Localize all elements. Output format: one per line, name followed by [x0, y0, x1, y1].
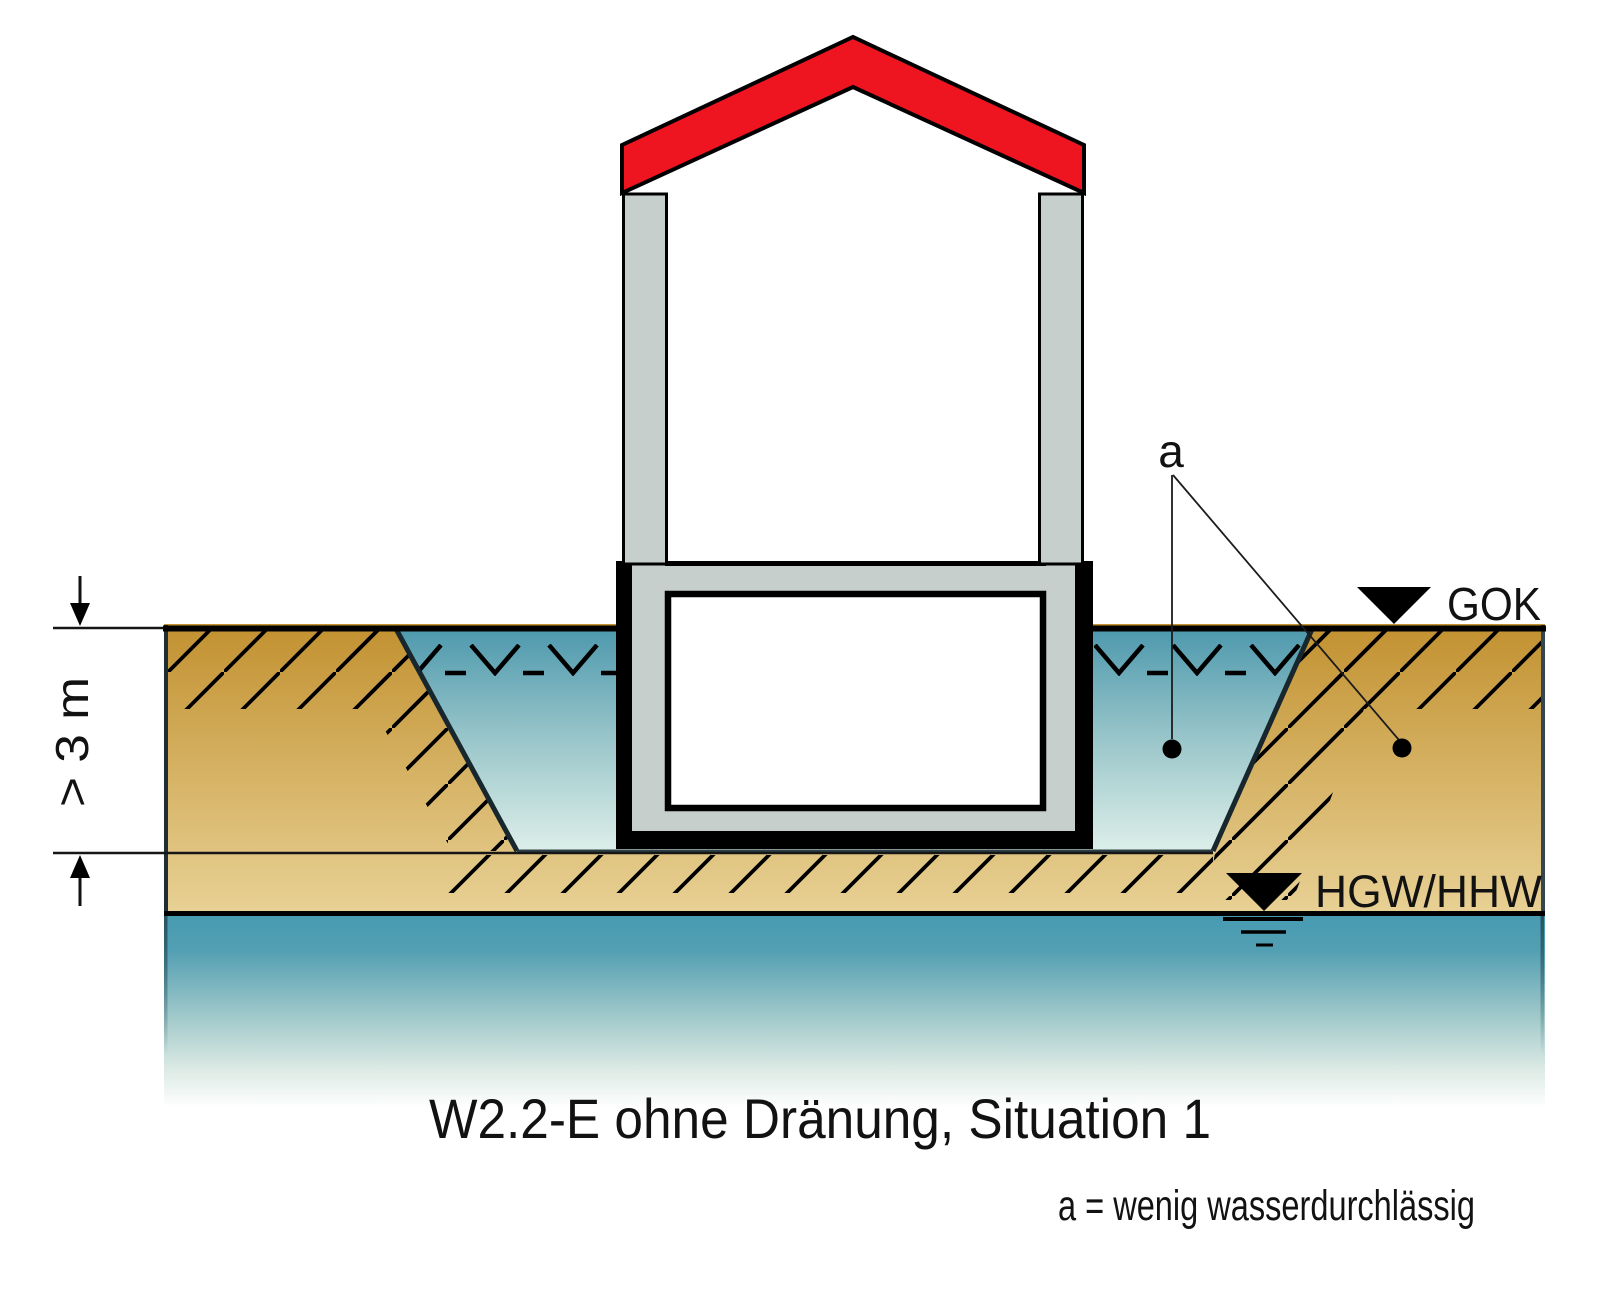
water-level-dashes-icon: [1223, 917, 1303, 947]
a-leader-line-right: [1172, 474, 1400, 741]
level-triangle-icon: [1357, 587, 1431, 624]
gok-label: GOK: [1447, 578, 1541, 630]
right-wall: [1038, 192, 1084, 566]
hgw-label: HGW/HHW: [1315, 866, 1543, 917]
groundwater: [164, 911, 1545, 1108]
depth-dimension: > 3 m: [46, 576, 163, 906]
hgw-marker: HGW/HHW: [1223, 866, 1543, 947]
a-point-soil: [1392, 738, 1412, 758]
left-wall: [622, 192, 668, 566]
basement-interior: [664, 590, 1047, 812]
a-label: a: [1158, 425, 1184, 477]
gok-marker: GOK: [1357, 578, 1541, 630]
soil-hatching: [166, 631, 1545, 900]
diagram-title: W2.2-E ohne Dränung, Situation 1: [429, 1087, 1211, 1150]
pit-slope-left: [392, 625, 520, 853]
depth-dimension-label: > 3 m: [46, 677, 98, 807]
legend-note: a = wenig wasserdurchlässig: [1058, 1182, 1475, 1230]
arrow-up-icon: [70, 855, 90, 878]
house: [616, 34, 1093, 849]
roof: [620, 34, 1086, 197]
arrow-down-icon: [70, 603, 90, 626]
soil-annotation-a: a: [1158, 425, 1412, 759]
groundwater-body: [164, 916, 1545, 1108]
water-right-edge: [1540, 916, 1544, 1055]
pit-slope-right: [1210, 625, 1316, 853]
a-point-backfill: [1162, 739, 1182, 759]
water-level-triangle-icon: [1226, 873, 1302, 911]
water-left-edge: [164, 916, 168, 1055]
backfill-disturbed-marks: [397, 632, 1310, 676]
